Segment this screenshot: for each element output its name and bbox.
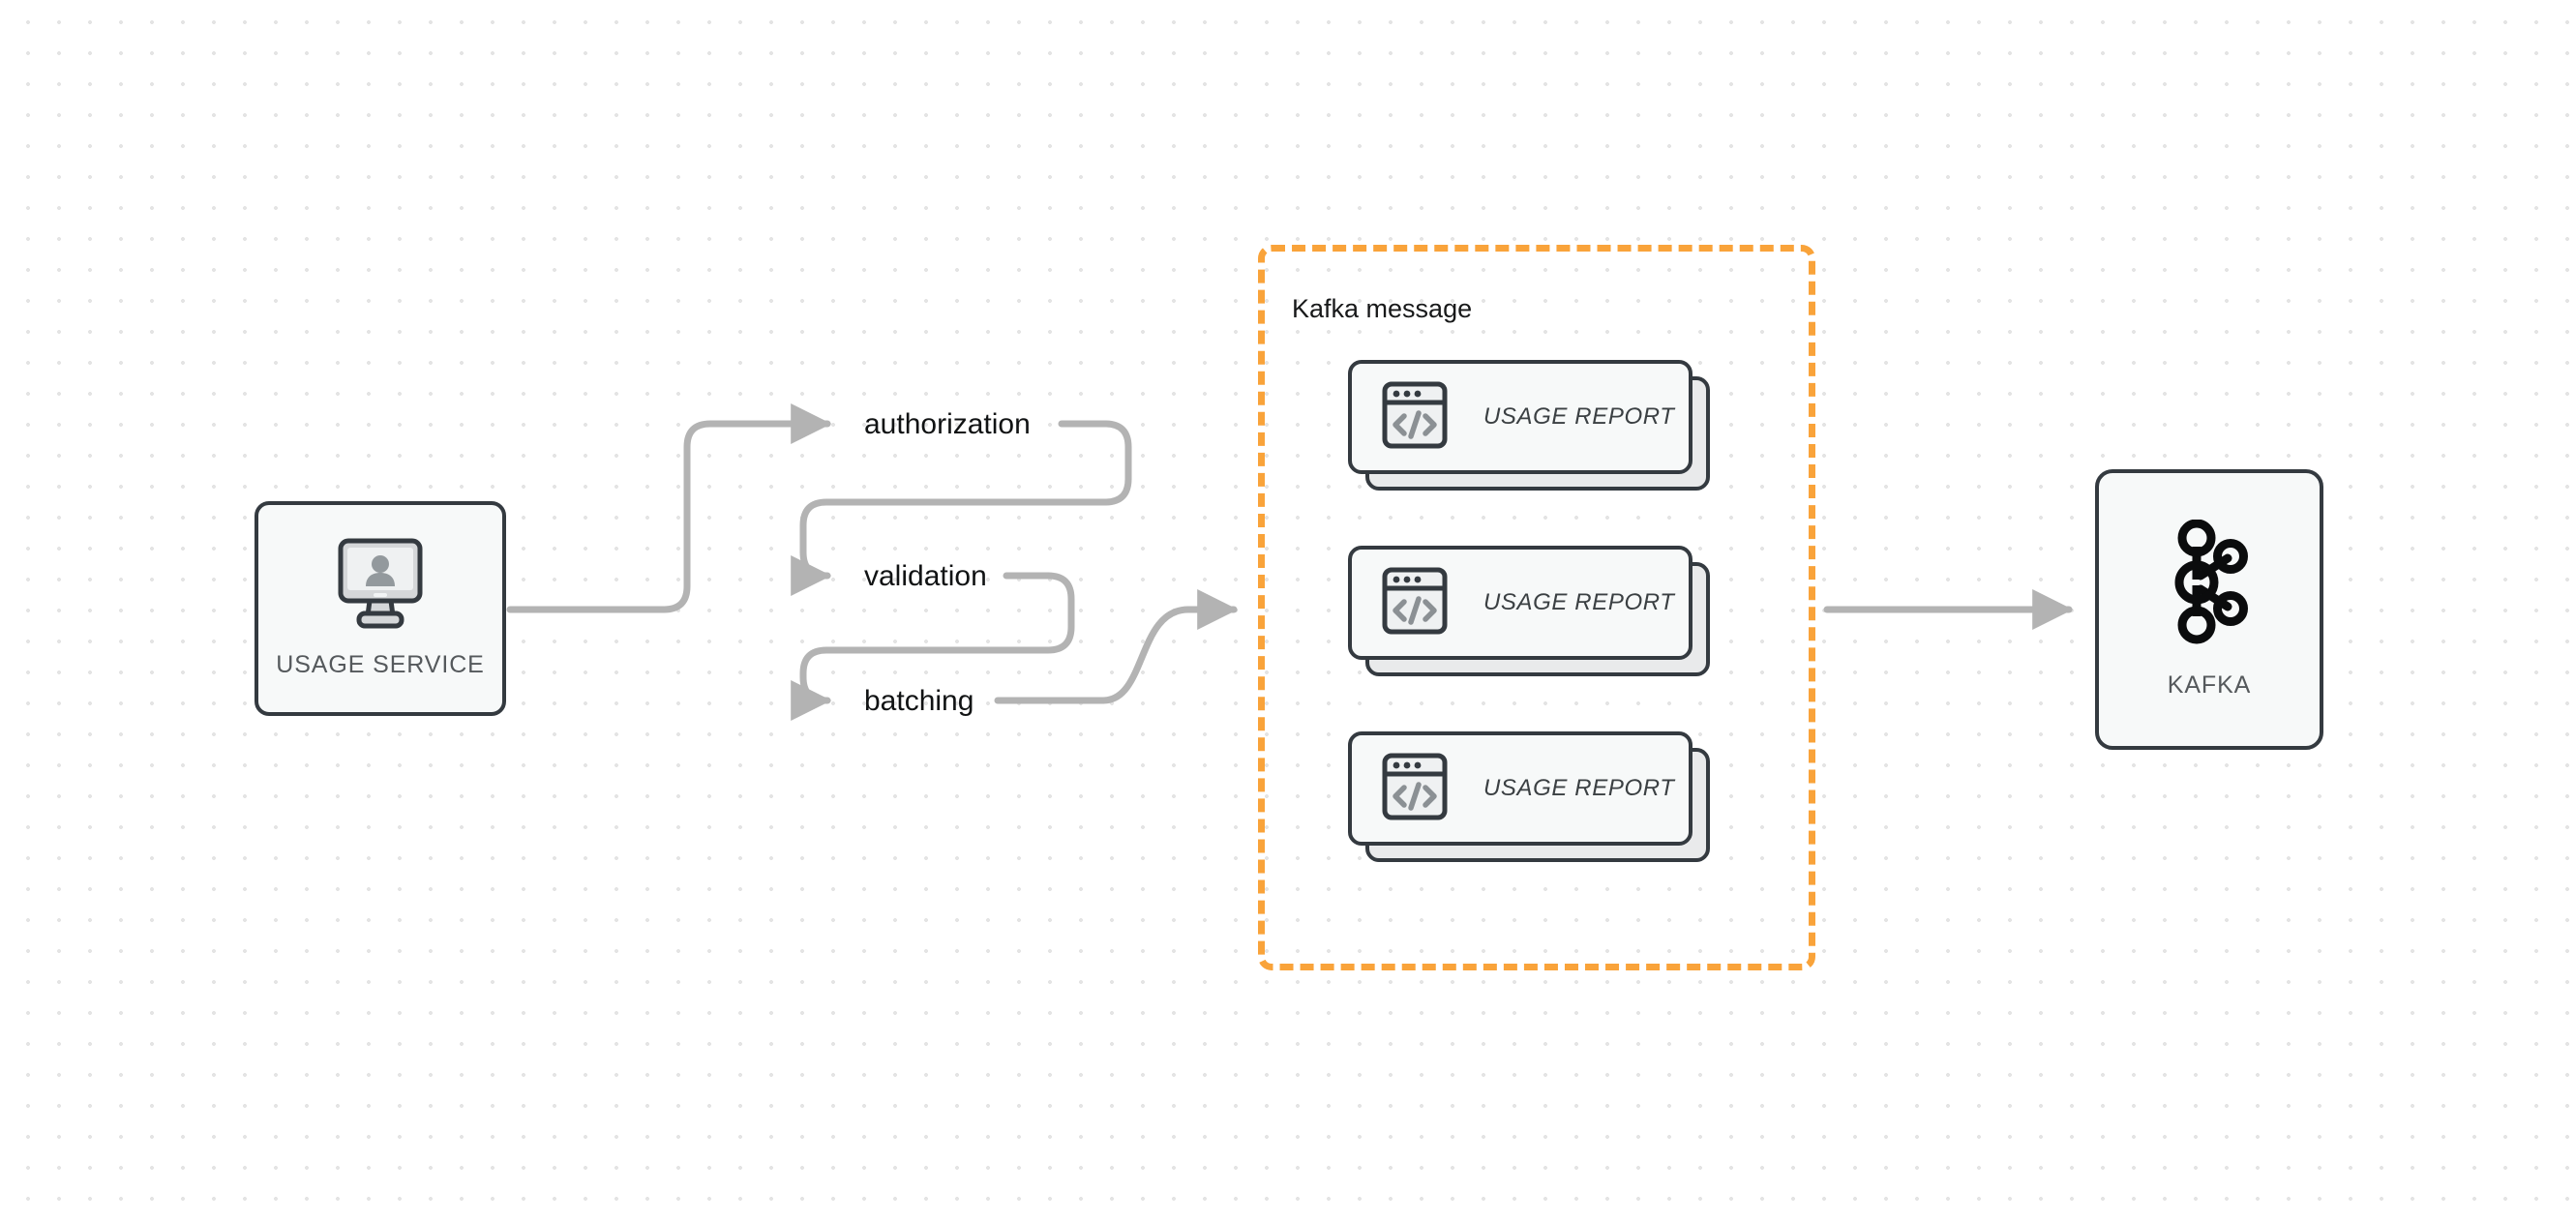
edge-authorization-to-validation bbox=[791, 420, 1132, 596]
edge-validation-to-batching bbox=[791, 572, 1075, 721]
edge-usage-service-to-authorization bbox=[506, 403, 832, 613]
usage-report-card-label: USAGE REPORT bbox=[1483, 589, 1675, 615]
code-window-icon bbox=[1382, 381, 1448, 454]
kafka-message-group[interactable] bbox=[1258, 245, 1815, 970]
card-front: USAGE REPORT bbox=[1348, 731, 1692, 846]
usage-report-card-label: USAGE REPORT bbox=[1483, 775, 1675, 801]
edge-batching-to-kafka-message bbox=[994, 589, 1239, 704]
node-label-kafka: KAFKA bbox=[2167, 671, 2252, 699]
kafka-logo-icon bbox=[2168, 519, 2251, 650]
code-window-icon bbox=[1382, 753, 1448, 825]
node-kafka[interactable]: KAFKA bbox=[2095, 469, 2323, 750]
usage-report-card[interactable]: USAGE REPORT bbox=[1348, 731, 1710, 862]
node-label-usage-service: USAGE SERVICE bbox=[276, 651, 485, 678]
usage-report-card[interactable]: USAGE REPORT bbox=[1348, 360, 1710, 491]
step-label-authorization[interactable]: authorization bbox=[864, 408, 1031, 440]
card-front: USAGE REPORT bbox=[1348, 360, 1692, 474]
step-label-validation[interactable]: validation bbox=[864, 560, 987, 592]
usage-report-card[interactable]: USAGE REPORT bbox=[1348, 546, 1710, 676]
kafka-message-group-title: Kafka message bbox=[1292, 294, 1473, 323]
usage-report-card-label: USAGE REPORT bbox=[1483, 403, 1675, 430]
code-window-icon bbox=[1382, 567, 1448, 640]
card-front: USAGE REPORT bbox=[1348, 546, 1692, 660]
step-label-batching[interactable]: batching bbox=[864, 685, 974, 717]
node-usage-service[interactable]: USAGE SERVICE bbox=[255, 501, 506, 716]
monitor-user-icon bbox=[329, 538, 432, 636]
